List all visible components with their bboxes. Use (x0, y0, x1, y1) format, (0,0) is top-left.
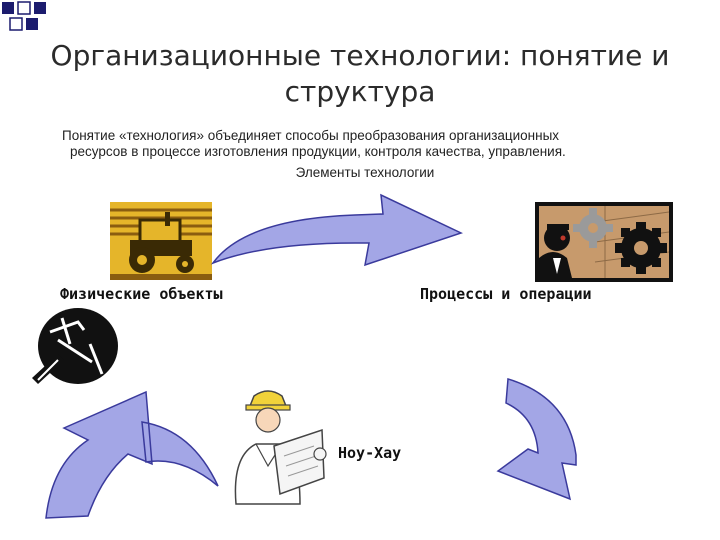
intro-line-2: ресурсов в процессе изготовления продукц… (70, 144, 566, 159)
label-know-how: Ноу-Хау (338, 444, 402, 462)
worker-gears-icon (535, 202, 673, 282)
tools-icon (32, 308, 118, 384)
title-line-1: Организационные технологии: понятие и (50, 39, 670, 72)
arrow-top (210, 193, 464, 267)
tractor-icon (110, 202, 212, 280)
arrow-right (496, 378, 577, 501)
label-processes: Процессы и операции (420, 285, 592, 303)
arrow-left (45, 390, 219, 519)
intro-text: Понятие «технология» объединяет способы … (62, 128, 682, 160)
engineer-blueprint-icon (234, 390, 327, 505)
corner-decoration (2, 1, 46, 31)
page-title: Организационные технологии: понятие и ст… (40, 38, 680, 110)
intro-line-1: Понятие «технология» объединяет способы … (62, 128, 560, 143)
label-physical-objects: Физические объекты (60, 285, 223, 303)
subheading: Элементы технологии (295, 165, 435, 180)
title-line-2: структура (284, 75, 436, 108)
